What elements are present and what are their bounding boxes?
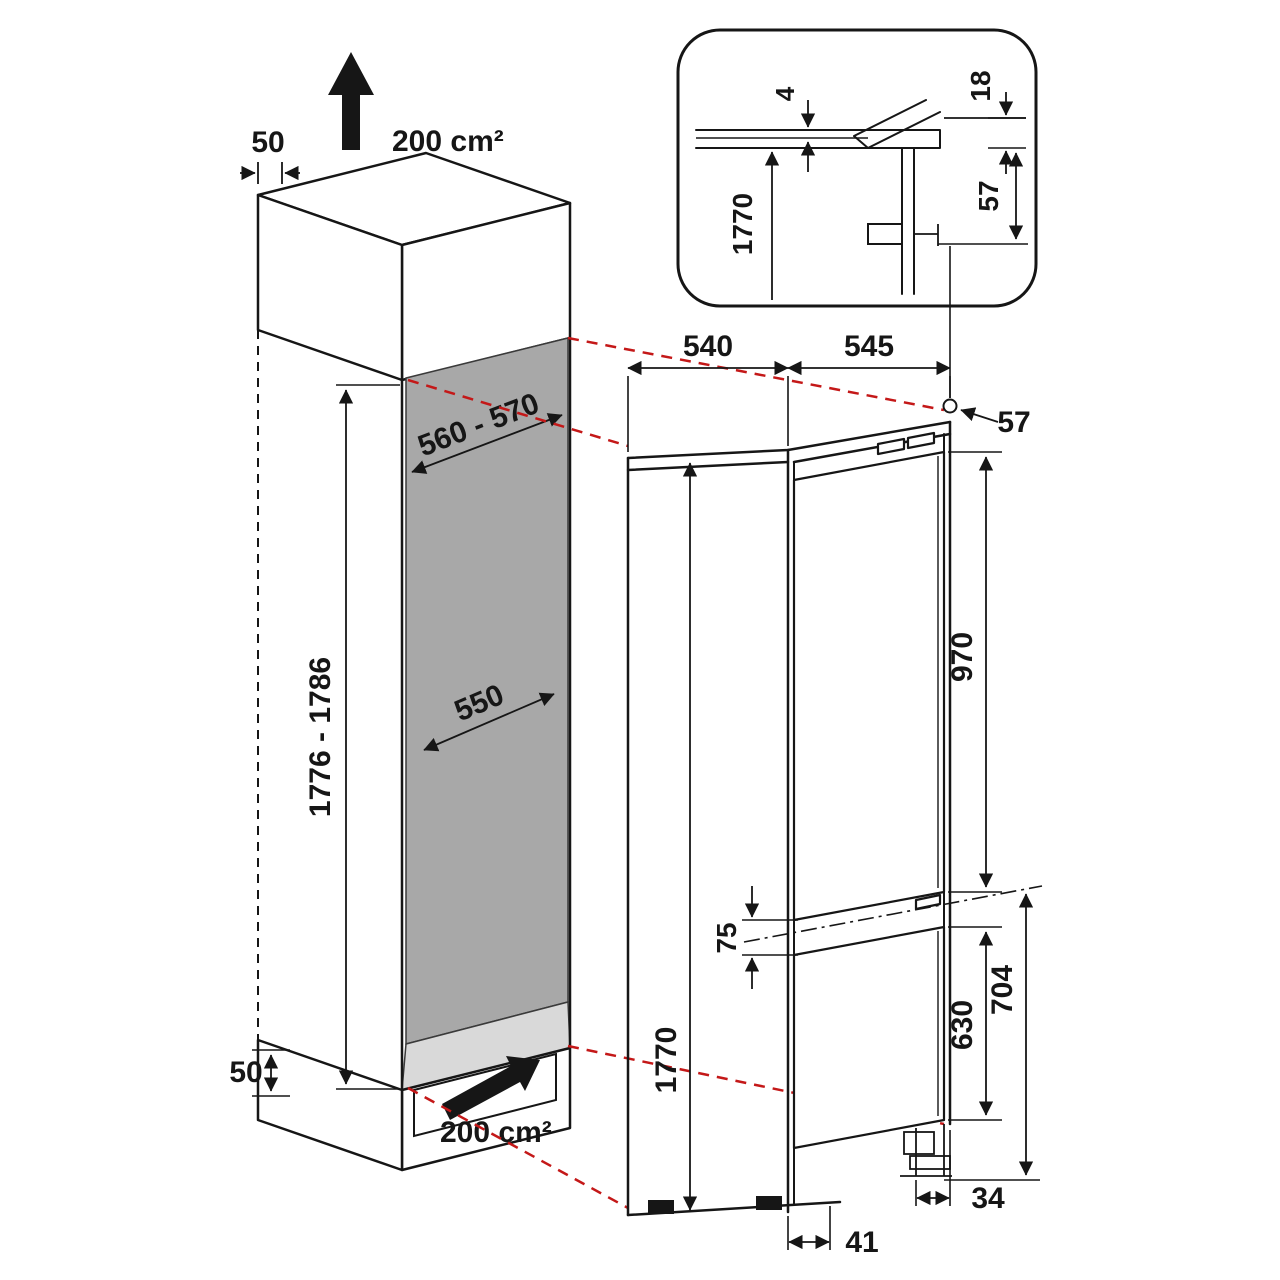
dim-detail-top-clearance: 18 xyxy=(965,70,1026,174)
door-split-centerline xyxy=(743,885,1043,943)
dim-door-gap: 75 xyxy=(711,886,798,989)
niche-bottom-box-side-face xyxy=(256,1038,404,1172)
dim-detail-hinge-offset: 57 xyxy=(938,152,1028,245)
niche-front-frame xyxy=(400,336,572,1092)
dim-plinth-recess: 34 xyxy=(915,1130,1005,1215)
dim-label-niche-height: 1776 - 1786 xyxy=(304,657,337,817)
niche-cutout-view: 50 200 cm² 560 - 570 550 1776 - 1786 50 … xyxy=(229,52,572,1172)
dim-label-base-clearance: 41 xyxy=(845,1226,878,1259)
dim-label-niche-bottom-gap: 50 xyxy=(229,1056,262,1089)
dim-label-plinth-recess: 34 xyxy=(971,1182,1005,1215)
dim-label-appliance-height: 1770 xyxy=(650,1027,683,1094)
dim-label-hinge-offset: 57 xyxy=(997,406,1030,439)
dim-niche-bottom-gap: 50 xyxy=(229,1049,290,1097)
dim-label-niche-top-gap: 50 xyxy=(251,126,284,159)
upper-door-handle xyxy=(876,431,936,456)
dim-label-detail-top-clearance: 18 xyxy=(965,70,996,101)
dim-detail-reveal: 4 xyxy=(770,86,816,172)
appliance-view: 540 545 57 1770 970 75 630 xyxy=(626,330,1043,1259)
projection-line-bottom-right xyxy=(567,1044,945,1126)
dim-label-appliance-depth: 545 xyxy=(844,330,894,363)
airflow-bottom-arrow-icon xyxy=(442,1056,540,1120)
dim-label-detail-height: 1770 xyxy=(727,193,758,255)
dim-label-appliance-width: 540 xyxy=(683,330,733,363)
dim-label-top-vent-area: 200 cm² xyxy=(392,125,504,158)
projection-line-top-left xyxy=(407,378,629,448)
dim-niche-top-gap: 50 xyxy=(240,126,300,184)
dim-label-detail-reveal: 4 xyxy=(770,86,800,101)
plinth-lines xyxy=(900,1124,952,1177)
dim-label-lower-section: 704 xyxy=(986,965,1019,1015)
detail-open-flap xyxy=(853,99,941,149)
projection-line-bottom-left xyxy=(407,1086,629,1210)
rear-roller-detail xyxy=(903,1131,935,1155)
lower-door-handle xyxy=(914,893,942,911)
niche-bottom-vent-slot xyxy=(413,1052,557,1138)
detail-hinge-links xyxy=(914,224,939,246)
dim-lower-door: 630 xyxy=(946,926,1002,1121)
hinge-offset-arrow xyxy=(960,407,999,423)
dim-label-bottom-vent-area: 200 cm² xyxy=(440,1116,552,1149)
dim-label-detail-hinge-offset: 57 xyxy=(973,180,1004,211)
inset-border xyxy=(676,28,1038,308)
dim-lower-section: 704 xyxy=(944,893,1040,1181)
dim-base-clearance: 41 xyxy=(787,1206,879,1259)
dim-label-upper-door: 970 xyxy=(946,632,979,682)
dim-niche-height: 1776 - 1786 xyxy=(304,384,400,1090)
detail-hinge-bracket xyxy=(867,223,903,245)
dim-label-door-gap: 75 xyxy=(711,922,742,953)
detail-top-panel xyxy=(695,129,941,149)
appliance-top-face-lines xyxy=(626,420,952,472)
back-foot xyxy=(648,1200,674,1214)
hinge-reference-point xyxy=(942,398,958,414)
lower-door-panel xyxy=(792,925,946,1150)
dim-detail-height: 1770 xyxy=(727,151,780,300)
upper-door-panel xyxy=(792,450,946,922)
airflow-up-arrow-icon xyxy=(328,52,374,150)
hinge-detail-inset: 4 18 1770 57 xyxy=(676,28,1038,398)
dim-appliance-height: 1770 xyxy=(650,462,698,1211)
front-foot xyxy=(756,1196,782,1210)
dim-label-lower-door: 630 xyxy=(946,1000,979,1050)
dim-appliance-top: 540 545 xyxy=(627,330,951,452)
dim-upper-door: 970 xyxy=(946,451,1002,893)
detail-door-front-lines xyxy=(901,147,915,295)
